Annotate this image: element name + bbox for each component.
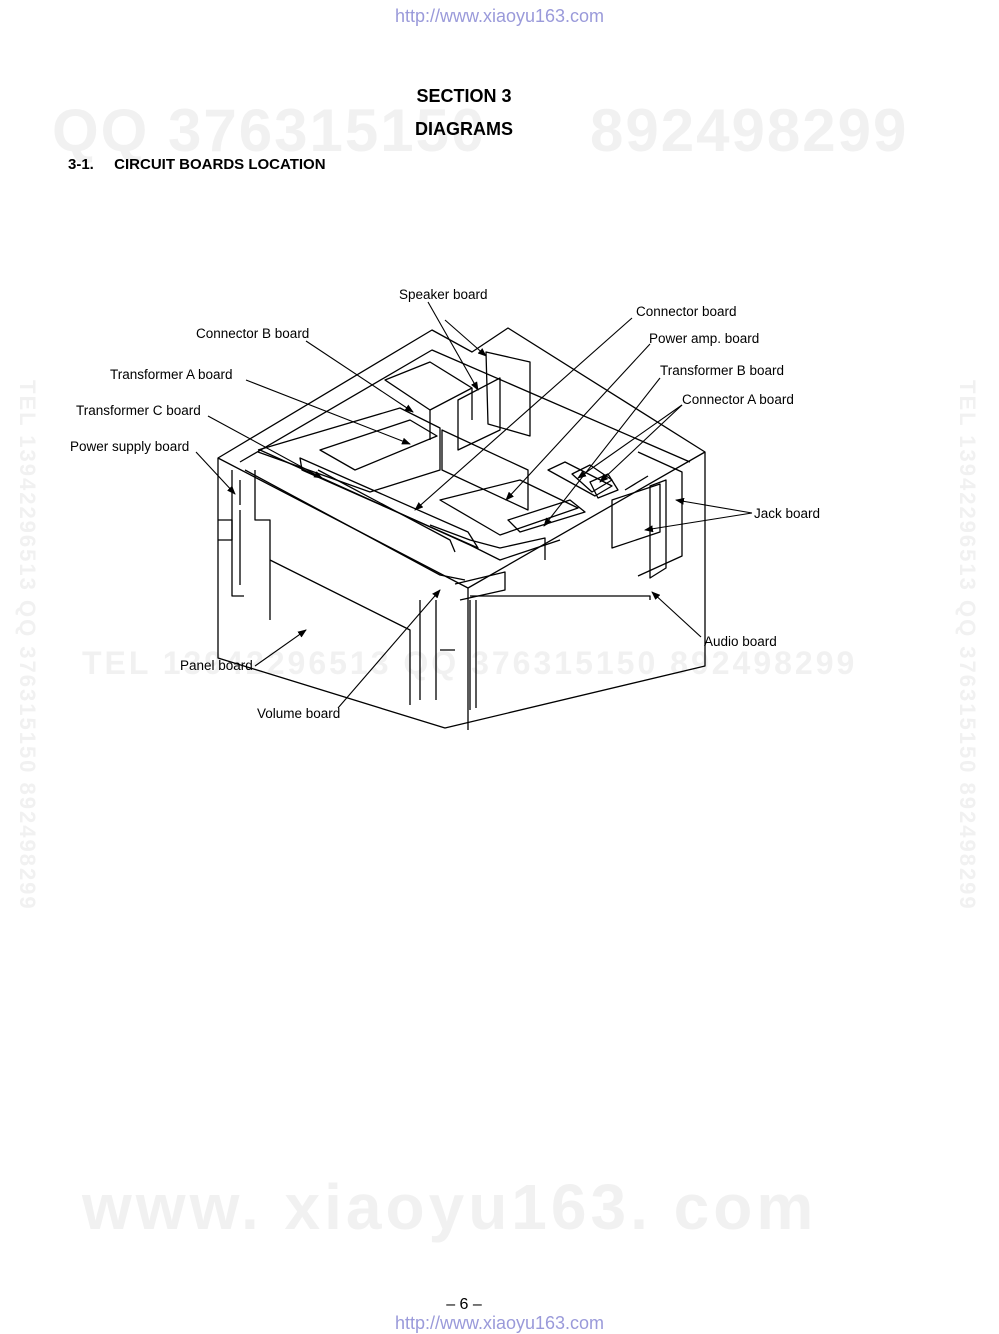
callout-lines bbox=[195, 301, 753, 709]
label-speaker-board: Speaker board bbox=[399, 287, 488, 302]
page-number: – 6 – bbox=[446, 1296, 482, 1313]
label-power-supply-board: Power supply board bbox=[70, 439, 189, 454]
label-transformer-b-board: Transformer B board bbox=[660, 363, 784, 378]
subsection-number: 3-1. bbox=[68, 156, 94, 173]
label-power-amp-board: Power amp. board bbox=[649, 331, 759, 346]
watermark-qq-number: 892498299 bbox=[590, 97, 909, 164]
subsection-heading: 3-1. CIRCUIT BOARDS LOCATION bbox=[68, 156, 326, 173]
watermark-site: www. xiaoyu163. com bbox=[82, 1171, 818, 1243]
label-jack-board: Jack board bbox=[754, 506, 820, 521]
label-audio-board: Audio board bbox=[704, 634, 777, 649]
chassis-drawing bbox=[217, 327, 706, 730]
label-transformer-c-board: Transformer C board bbox=[76, 403, 201, 418]
label-volume-board: Volume board bbox=[257, 706, 340, 721]
header-url[interactable]: http://www.xiaoyu163.com bbox=[394, 6, 605, 26]
label-panel-board: Panel board bbox=[180, 658, 253, 673]
watermark-vertical-right: TEL 13942296513 QQ 376315150 892498299 bbox=[955, 380, 980, 911]
label-connector-b-board: Connector B board bbox=[196, 326, 309, 341]
label-connector-board: Connector board bbox=[636, 304, 737, 319]
watermark-vertical-left: TEL 13942296513 QQ 376315150 892498299 bbox=[15, 380, 40, 911]
section-title: SECTION 3 bbox=[416, 86, 512, 106]
footer-url[interactable]: http://www.xiaoyu163.com bbox=[394, 1313, 605, 1333]
section-subtitle: DIAGRAMS bbox=[415, 119, 513, 139]
subsection-title: CIRCUIT BOARDS LOCATION bbox=[114, 156, 326, 173]
label-transformer-a-board: Transformer A board bbox=[110, 367, 233, 382]
label-connector-a-board: Connector A board bbox=[682, 392, 794, 407]
watermark-qq: QQ 376315150 bbox=[52, 97, 487, 164]
